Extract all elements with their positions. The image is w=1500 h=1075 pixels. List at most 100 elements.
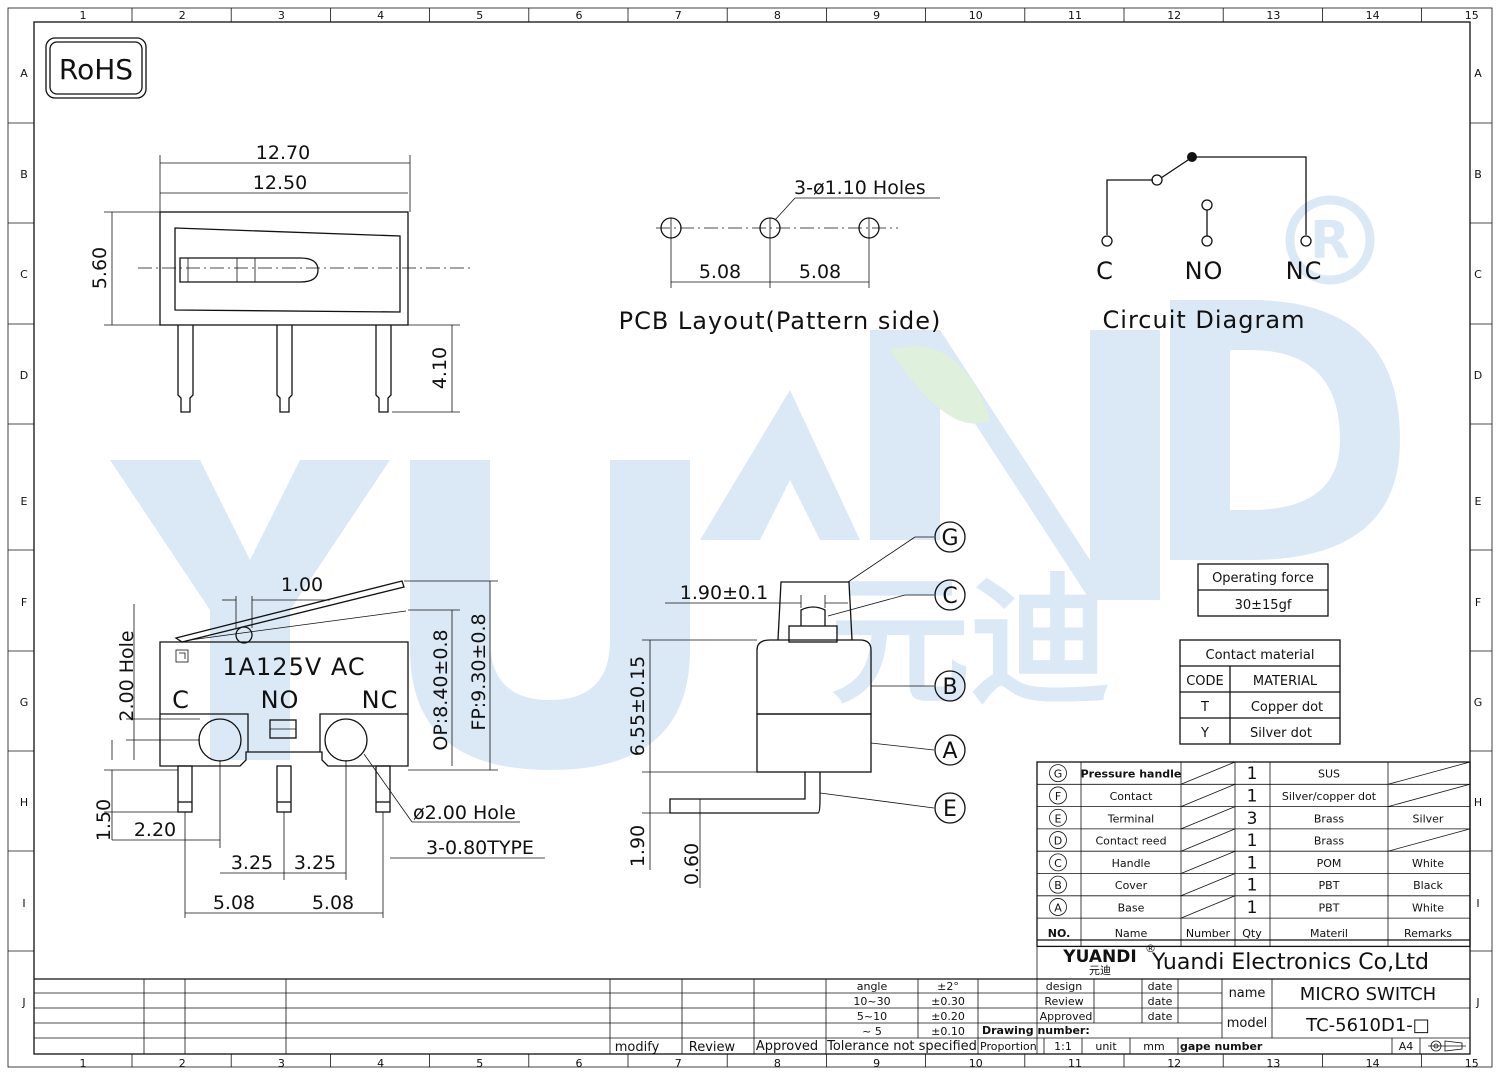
circuit-c: C — [1096, 257, 1114, 285]
col-label-bottom: 10 — [969, 1057, 983, 1070]
col-label-top: 12 — [1167, 9, 1181, 22]
modify-label: modify — [615, 1040, 660, 1055]
tol-5-10-val: ±0.20 — [931, 1010, 965, 1023]
circuit-diagram: C NO NC Circuit Diagram — [1096, 152, 1321, 334]
col-label-top: 1 — [80, 9, 87, 22]
tol-angle: angle — [857, 980, 888, 993]
approved-label-bottom: Approved — [756, 1039, 818, 1054]
paper-size: A4 — [1399, 1040, 1414, 1053]
watermark: R 元迪 — [110, 195, 1400, 770]
dim-2-00: 2.00 Hole — [116, 630, 138, 721]
dim-5-08-a: 5.08 — [213, 892, 255, 914]
bom-name: Pressure handle — [1081, 768, 1182, 781]
front-nc: NC — [362, 686, 399, 714]
row-label-right: D — [1474, 369, 1482, 382]
row-label-right: C — [1474, 268, 1482, 281]
bom-material: PBT — [1319, 901, 1340, 914]
dim-12-70: 12.70 — [256, 142, 310, 164]
tolerance-label: Tolerance not specified — [826, 1039, 977, 1054]
contact-header-material: MATERIAL — [1253, 674, 1318, 689]
col-label-top: 7 — [675, 9, 682, 22]
bom-code-circle — [1049, 875, 1067, 894]
bom-material: Brass — [1314, 835, 1345, 848]
pcb-title: PCB Layout(Pattern side) — [619, 307, 942, 335]
col-label-top: 8 — [774, 9, 781, 22]
row-label-left: B — [20, 168, 28, 181]
date-label-3: date — [1148, 1010, 1173, 1023]
bom-header-rem: Remarks — [1404, 927, 1452, 940]
col-label-top: 14 — [1366, 9, 1380, 22]
contact-title: Contact material — [1206, 648, 1315, 663]
bom-code-circle — [1049, 831, 1067, 849]
pin-type-note: 3-0.80TYPE — [426, 837, 534, 859]
date-label-2: date — [1148, 995, 1173, 1008]
dim-3-25-a: 3.25 — [231, 852, 273, 874]
top-view: 12.70 12.50 5.60 4.10 — [89, 142, 470, 413]
col-label-top: 5 — [476, 9, 483, 22]
contact-header-code: CODE — [1186, 674, 1224, 689]
design-label: design — [1046, 980, 1083, 993]
bom-qty: 1 — [1247, 764, 1258, 784]
col-label-top: 9 — [873, 9, 880, 22]
bom-remark: Silver — [1413, 812, 1444, 825]
col-label-bottom: 3 — [278, 1057, 285, 1070]
bom-code: G — [1054, 768, 1063, 781]
row-label-right: J — [1475, 996, 1479, 1009]
dim-1-50: 1.50 — [93, 799, 115, 841]
review-label-bottom: Review — [689, 1040, 736, 1055]
tol-10-30-val: ±0.30 — [931, 995, 965, 1008]
row-label-left: C — [20, 268, 28, 281]
bom-code-circle — [1049, 898, 1067, 916]
contact-code-t: T — [1200, 700, 1209, 715]
bom-header-name: Name — [1115, 927, 1148, 940]
unit-value: mm — [1143, 1040, 1164, 1053]
col-label-top: 15 — [1465, 9, 1479, 22]
contact-code-y: Y — [1200, 726, 1209, 741]
part-label-circle — [934, 670, 966, 702]
tol-10-30: 10~30 — [853, 995, 890, 1008]
dim-op: OP:8.40±0.8 — [430, 629, 452, 750]
rohs-logo: RoHS — [45, 37, 147, 99]
date-label-1: date — [1148, 980, 1173, 993]
approved-label: Approved — [1040, 1010, 1093, 1023]
title-block: YUANDI 元迪 ® Yuandi Electronics Co,Ltd — [34, 939, 1470, 1055]
bom-material: POM — [1317, 857, 1342, 870]
review-label: Review — [1044, 995, 1083, 1008]
gape-number-label: gape number — [1180, 1040, 1263, 1053]
bom-header-mat: Materil — [1310, 927, 1348, 940]
bom-material: Silver/copper dot — [1282, 790, 1377, 803]
front-view: 1.00 1A125V AC C NO NC 2.00 Hole — [93, 574, 545, 918]
part-label-circle — [934, 521, 966, 553]
row-label-right: A — [1474, 67, 1482, 80]
bom-material: Brass — [1314, 812, 1345, 825]
pcb-holes-note: 3-ø1.10 Holes — [794, 177, 926, 199]
contact-material-t: Copper dot — [1251, 700, 1323, 715]
circuit-title: Circuit Diagram — [1103, 306, 1306, 334]
dim-1-90: 1.90 — [627, 825, 649, 867]
col-label-bottom: 11 — [1068, 1057, 1082, 1070]
dim-12-50: 12.50 — [253, 172, 307, 194]
tol-angle-val: ±2° — [937, 980, 959, 993]
bom-code: F — [1055, 790, 1061, 803]
col-label-top: 4 — [377, 9, 384, 22]
row-label-left: H — [20, 796, 28, 809]
tol-under-5-val: ±0.10 — [931, 1025, 965, 1038]
bom-header-qty: Qty — [1242, 927, 1262, 940]
pcb-pitch-1: 5.08 — [699, 261, 741, 283]
col-label-bottom: 8 — [774, 1057, 781, 1070]
col-label-top: 3 — [278, 9, 285, 22]
svg-text:®: ® — [1145, 942, 1156, 955]
bom-name: Base — [1118, 901, 1145, 914]
bom-code: C — [1054, 857, 1062, 870]
circuit-no: NO — [1185, 257, 1224, 285]
model-label: model — [1227, 1016, 1267, 1031]
dim-5-08-b: 5.08 — [312, 892, 354, 914]
tol-under-5: ~ 5 — [862, 1025, 882, 1038]
dim-5-60: 5.60 — [89, 247, 111, 289]
bom-qty: 1 — [1247, 853, 1258, 873]
company-name: Yuandi Electronics Co,Ltd — [1151, 950, 1429, 975]
bom-code-circle — [1049, 764, 1067, 783]
col-label-top: 11 — [1068, 9, 1082, 22]
